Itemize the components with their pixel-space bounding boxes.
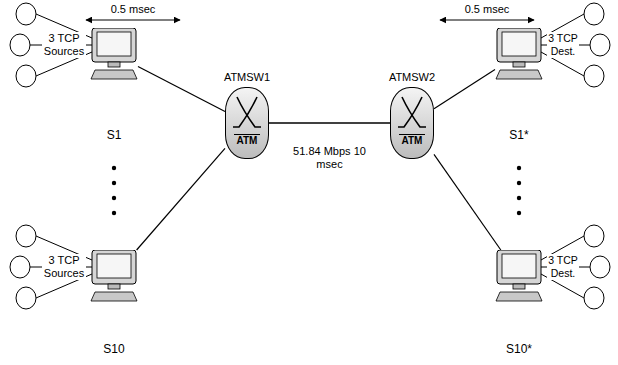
monitor-screen [97,254,131,278]
access-link [434,69,495,108]
switch-stroke [233,97,257,127]
ellipsis-dot [517,181,521,185]
trunk-link [269,122,390,124]
tcp-source-circle [16,225,36,247]
monitor-stand [513,62,525,67]
host-name: S1 [107,128,122,142]
access-link [434,154,501,250]
ellipsis-dot [517,166,521,170]
keyboard [91,292,137,301]
delay-label: 0.5 msec [465,3,510,16]
atm-switch-body: ATM [225,87,269,159]
ellipsis-dot [112,166,116,170]
tcp-source-circle [16,3,36,25]
monitor-case [92,28,136,62]
switch-name: ATMSW2 [389,70,435,84]
workstation-icon [495,250,543,302]
access-link [137,148,225,250]
ellipsis-dot [517,196,521,200]
tcp-dest-circle [590,34,610,56]
delay-label: 0.5 msec [111,3,156,16]
switch-symbol-icon [393,94,431,130]
traffic-label: 3 TCP Dest. [547,254,579,280]
tcp-dest-circle [584,65,604,87]
access-link [138,66,225,111]
traffic-label: 3 TCP Dest. [547,32,579,58]
dimension-arrow [86,20,180,21]
host-name: S10* [506,342,532,356]
workstation-node: S1* [495,28,543,142]
workstation-icon [90,250,138,302]
workstation-icon [90,28,138,80]
ellipsis-dot [112,181,116,185]
monitor-screen [97,32,131,56]
host-name: S1* [509,128,528,142]
switch-stroke [398,97,422,127]
switch-symbol [398,97,426,127]
monitor-screen [502,254,536,278]
switch-name: ATMSW1 [224,70,270,84]
dimension-arrow [440,20,534,21]
ellipsis-dot [112,211,116,215]
tcp-source-circle [10,34,30,56]
tcp-dest-circle [584,287,604,309]
switch-badge: ATM [234,134,261,147]
tcp-dest-circle [590,256,610,278]
keyboard [496,70,542,79]
switch-symbol [233,97,261,127]
keyboard [496,292,542,301]
tcp-source-circle [16,287,36,309]
monitor-case [497,250,541,284]
tcp-source-circle [16,65,36,87]
monitor-stand [108,62,120,67]
monitor-stand [108,284,120,289]
atm-switch-node: ATMSW2ATM [380,70,444,159]
workstation-icon [495,28,543,80]
keyboard [91,70,137,79]
ellipsis-dot [517,211,521,215]
switch-badge: ATM [399,134,426,147]
traffic-label: 3 TCP Sources [42,32,86,58]
traffic-label: 3 TCP Sources [42,254,86,280]
switch-symbol-icon [228,94,266,130]
workstation-node: S10 [90,250,138,356]
monitor-screen [502,32,536,56]
workstation-node: S1 [90,28,138,142]
link-label: 51.84 Mbps 10 msec [291,145,369,171]
host-name: S10 [103,342,124,356]
tcp-dest-circle [584,3,604,25]
tcp-dest-circle [584,225,604,247]
monitor-case [92,250,136,284]
tcp-source-circle [10,256,30,278]
atm-switch-node: ATMSW1ATM [215,70,279,159]
monitor-stand [513,284,525,289]
ellipsis-dot [112,196,116,200]
workstation-node: S10* [495,250,543,356]
monitor-case [497,28,541,62]
atm-switch-body: ATM [390,87,434,159]
